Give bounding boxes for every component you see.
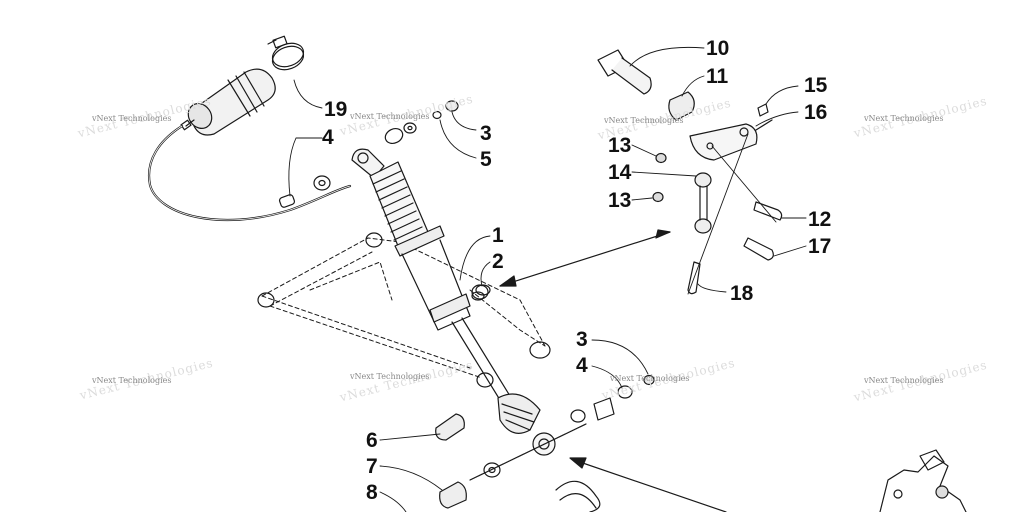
watermark-1: vNext Technologies: [92, 114, 172, 123]
reference-arrow-lower: [569, 457, 727, 512]
upper-bushing: [278, 175, 331, 208]
pin-18: [687, 261, 701, 295]
watermark-8: vNext Technologies: [864, 376, 944, 385]
callout-3-lower: 3: [576, 328, 588, 351]
lower-spacer-6: [435, 413, 465, 441]
reservoir-hose: [147, 124, 352, 222]
callout-4-upper: 4: [322, 126, 334, 149]
bolt-12: [753, 201, 783, 221]
leader-lines: [288, 46, 807, 512]
callout-12: 12: [808, 208, 831, 231]
hose-clamp: [267, 35, 305, 71]
callout-1: 1: [492, 224, 504, 247]
callout-4-lower: 4: [576, 354, 588, 377]
a-arm: [261, 237, 546, 379]
link-rod-14: [694, 172, 712, 234]
reservoir-canister: [180, 68, 276, 136]
callout-10: 10: [706, 37, 729, 60]
bolt-17: [743, 237, 774, 261]
reference-arrow-upper: [499, 229, 671, 287]
callout-15: 15: [804, 74, 828, 97]
callout-7: 7: [366, 455, 378, 478]
callout-19: 19: [324, 98, 347, 121]
callout-13-lower: 13: [608, 189, 631, 212]
lower-nut-washer: [570, 374, 655, 423]
callout-8: 8: [366, 481, 378, 504]
pivot-bolt-10: [597, 49, 652, 95]
rear-assembly-partial: [879, 449, 967, 512]
callout-11: 11: [706, 65, 729, 88]
watermark-6: vNext Technologies: [350, 372, 430, 381]
callout-18: 18: [730, 282, 754, 305]
watermark-3: vNext Technologies: [604, 116, 684, 125]
callout-6: 6: [366, 429, 378, 452]
watermark-5: vNext Technologies: [92, 376, 172, 385]
callout-13-upper: 13: [608, 134, 631, 157]
callout-5: 5: [480, 148, 492, 171]
lower-bushing-8: [439, 481, 467, 509]
watermark-2: vNext Technologies: [350, 112, 430, 121]
watermark-4: vNext Technologies: [864, 114, 944, 123]
upper-nut-washer: [384, 100, 459, 144]
spring-collar: [471, 284, 491, 301]
spring-clip: [555, 480, 601, 512]
set-screw-15: [757, 103, 769, 117]
shock-absorber: [351, 148, 556, 456]
callout-2: 2: [492, 250, 504, 273]
nuts-13: [652, 152, 667, 203]
bushing-11: [668, 91, 695, 121]
callout-labels: 19 4 3 5 1 2 3 4 6 7 8 10 11 15 16 13 14…: [322, 37, 831, 504]
watermark-7: vNext Technologies: [610, 374, 690, 383]
lower-washer-7: [483, 462, 501, 478]
callout-16: 16: [804, 101, 827, 124]
bellcrank-16: [689, 119, 773, 161]
callout-17: 17: [808, 235, 831, 258]
callout-3-upper: 3: [480, 122, 492, 145]
callout-14: 14: [608, 161, 632, 184]
